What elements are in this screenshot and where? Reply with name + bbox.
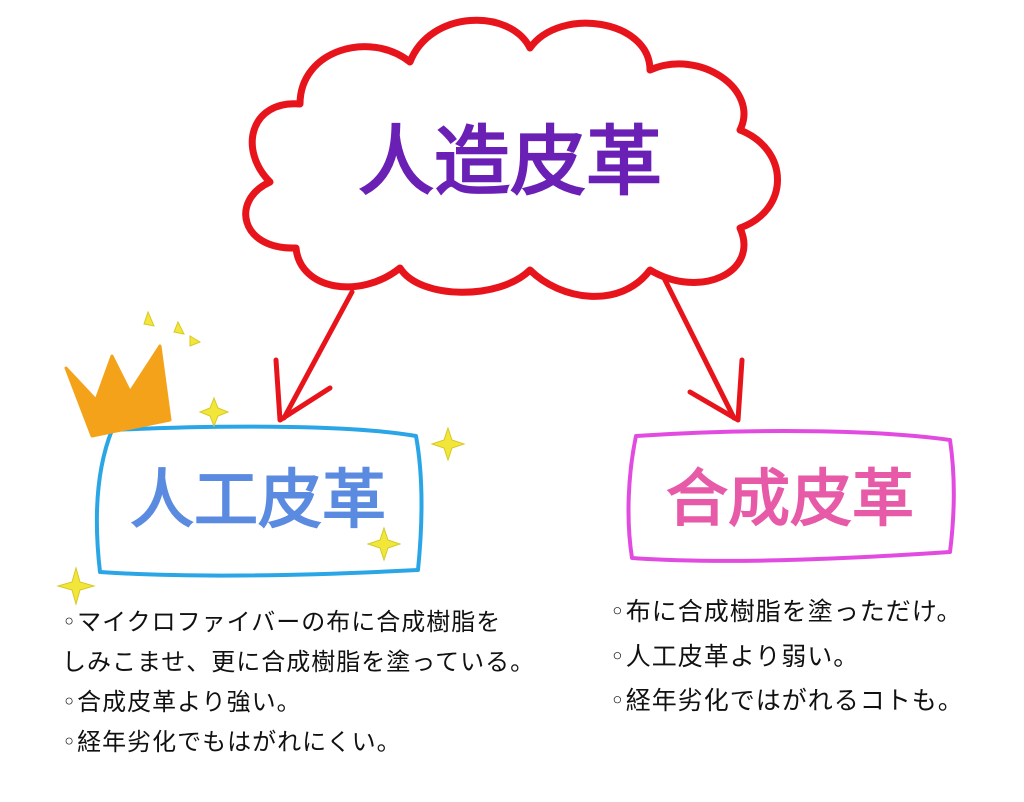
crown-icon: [64, 344, 172, 438]
right-label: 合成皮革: [666, 462, 914, 535]
root-label: 人造皮革: [358, 117, 662, 206]
left-label: 人工皮革: [130, 464, 386, 538]
sparkle-icon: [430, 426, 466, 462]
left-note-line: ◦経年劣化でもはがれにくい。: [62, 728, 402, 756]
sparkle-icon: [56, 566, 96, 606]
right-box: [626, 429, 956, 563]
arrow-left-head: [273, 357, 333, 423]
arrow-right-head: [687, 357, 745, 423]
sparkle-icon: [143, 310, 202, 347]
right-note-line: ◦経年劣化ではがれるコトも。: [610, 686, 964, 715]
right-note-line: ◦布に合成樹脂を塗っただけ。: [610, 597, 963, 626]
sparkle-icon: [366, 526, 402, 562]
root-cloud: [242, 16, 781, 300]
left-note-line: しみこませ、更に合成樹脂を塗っている。: [62, 648, 536, 676]
left-note-line: ◦マイクロファイバーの布に合成樹脂を: [62, 608, 502, 636]
right-notes: ◦布に合成樹脂を塗っただけ。 ◦人工皮革より弱い。 ◦経年劣化ではがれるコトも。: [610, 592, 964, 726]
left-box: [94, 424, 424, 578]
left-notes: ◦マイクロファイバーの布に合成樹脂を しみこませ、更に合成樹脂を塗っている。 ◦…: [62, 604, 535, 764]
right-note-line: ◦人工皮革より弱い。: [610, 641, 860, 671]
arrow-left: [281, 289, 355, 421]
sparkle-icon: [198, 396, 230, 428]
arrow-right: [661, 275, 737, 421]
left-note-line: ◦合成皮革より強い。: [62, 688, 302, 716]
